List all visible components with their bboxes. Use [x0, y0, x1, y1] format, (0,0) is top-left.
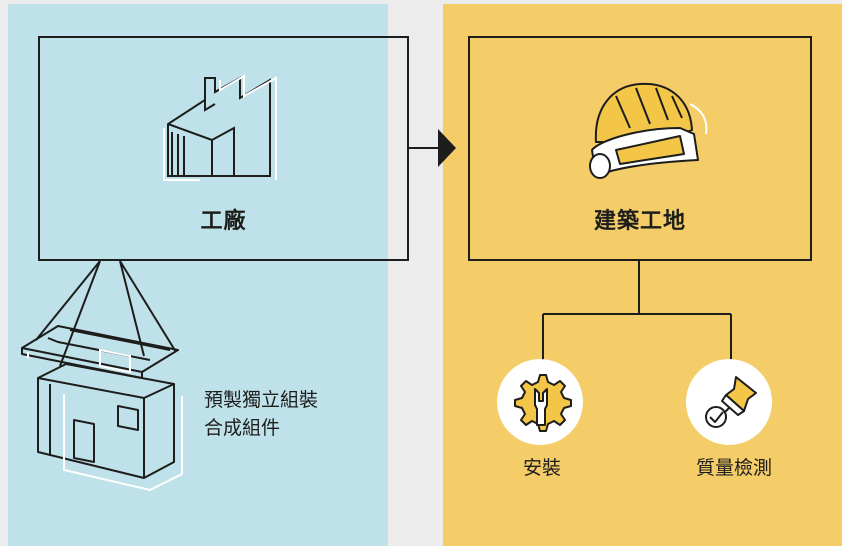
factory-box: [38, 36, 409, 261]
flow-arrow-head: [438, 129, 456, 167]
install-icon-circle: [497, 359, 583, 445]
prefab-module-label-line2: 合成組件: [204, 417, 281, 439]
pushpin-check-icon: [705, 376, 757, 428]
prefab-module-label: 預製獨立組裝 合成組件: [204, 386, 384, 442]
construction-site-box: [468, 36, 812, 261]
factory-panel: [8, 4, 388, 546]
construction-site-title: 建築工地: [593, 209, 686, 234]
quality-check-icon-circle: [686, 359, 772, 445]
quality-check-label: 質量檢測: [695, 457, 772, 479]
factory-title: 工廠: [200, 209, 247, 234]
prefab-module-label-line1: 預製獨立組裝: [204, 389, 319, 411]
wrench-gear-icon: [514, 374, 572, 432]
install-label: 安裝: [522, 457, 561, 479]
